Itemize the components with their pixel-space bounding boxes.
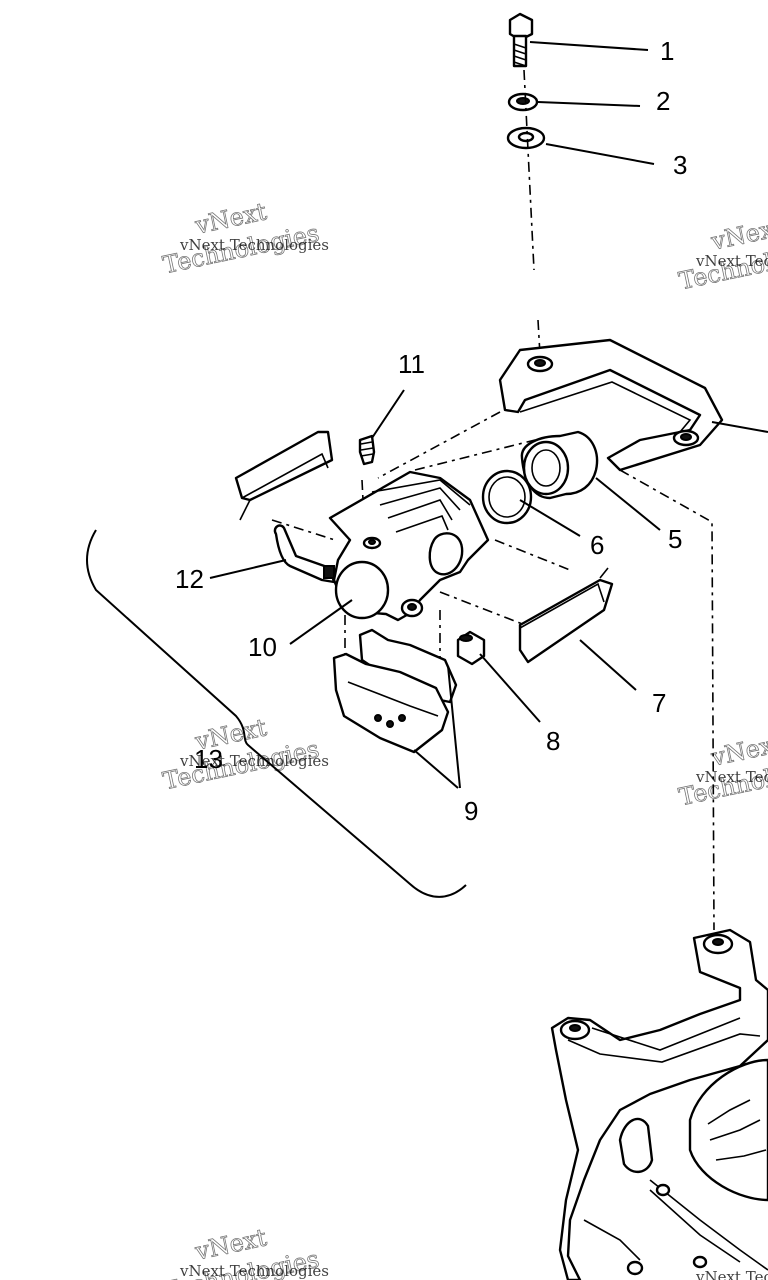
shim-left-upper: [234, 430, 334, 521]
part-1-bolt: [508, 12, 534, 68]
callout-10: 10: [248, 632, 277, 662]
svg-text:vNext Technologies: vNext Technologies: [695, 252, 768, 270]
callout-1: 1: [660, 36, 674, 66]
assembly-line-f: [361, 479, 365, 521]
watermark-4: vNext Technologies vNext Technologies: [676, 729, 768, 812]
callout-labels: 1 2 3 5 6 7 8 9 10 11 12 13: [175, 36, 687, 826]
callout-5: 5: [668, 524, 682, 554]
watermark-2: vNext Technologies vNext Technologies: [676, 213, 768, 296]
leader-lines: [209, 41, 661, 789]
svg-text:vNext Technologies: vNext Technologies: [179, 1262, 329, 1280]
svg-text:vNext Technologies: vNext Technologies: [179, 236, 329, 254]
assembly-line-b: [414, 439, 536, 471]
svg-text:vNext Technologies: vNext Technologies: [695, 768, 768, 786]
part-2-lock-washer: [507, 92, 539, 112]
assembly-line-e: [271, 519, 336, 541]
part-7-shim-right: [518, 567, 614, 664]
part-10-caliper-body: [328, 470, 490, 622]
callout-2: 2: [656, 86, 670, 116]
watermark-3: vNext Technologies vNext Technologies: [160, 713, 329, 796]
part-3-flat-washer: [506, 126, 546, 150]
callout-8: 8: [546, 726, 560, 756]
watermark-5: vNext Technologies vNext Technologies: [160, 1223, 329, 1280]
part-8-nut: [456, 630, 486, 666]
assembly-axis-top: [523, 69, 535, 271]
watermark-1: vNext Technologies vNext Technologies: [160, 197, 329, 280]
assembly-line-d: [439, 591, 526, 626]
part-6-seal-ring: [481, 469, 533, 525]
svg-text:vNext Technologies: vNext Technologies: [179, 752, 329, 770]
callout-11: 11: [398, 349, 425, 379]
part-12-brake-line: [273, 524, 336, 584]
assembly-line-a: [377, 411, 501, 479]
mounting-bracket: [498, 338, 768, 472]
part-5-piston: [520, 430, 599, 500]
assembly-line-c: [494, 539, 571, 571]
callout-13: 13: [194, 744, 223, 774]
callout-6: 6: [590, 530, 604, 560]
callout-9: 9: [464, 796, 478, 826]
svg-text:vNext Technologies: vNext Technologies: [695, 1268, 768, 1280]
part-11-bleeder-screw: [358, 434, 376, 466]
assembly-axis-long: [619, 469, 715, 931]
callout-12: 12: [175, 564, 204, 594]
group-13-outline: [86, 529, 467, 898]
watermark-6: vNext Technologies: [695, 1268, 768, 1280]
callout-7: 7: [652, 688, 666, 718]
callout-3: 3: [673, 150, 687, 180]
lower-housing: [550, 928, 768, 1280]
part-9-brake-pad-inner: [332, 652, 450, 754]
